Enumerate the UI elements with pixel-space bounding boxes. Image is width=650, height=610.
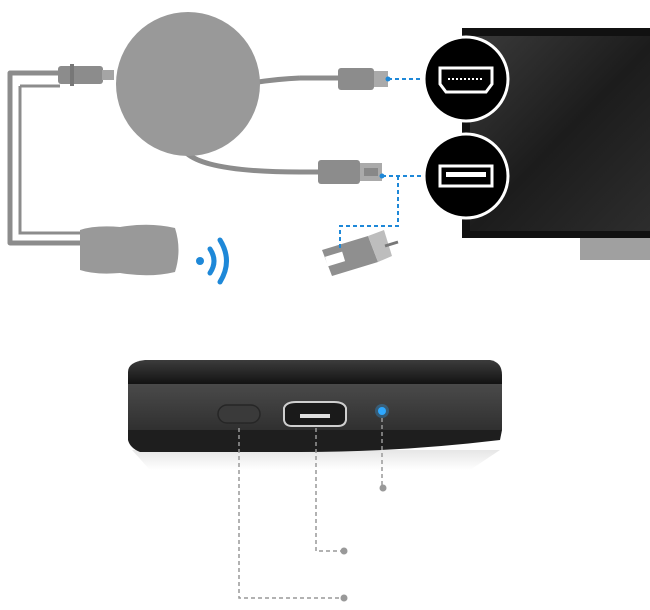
wifi-signal-icon — [196, 237, 229, 285]
dongle-disc — [116, 12, 260, 156]
usb-plug — [318, 160, 382, 184]
led-indicator-icon — [378, 407, 386, 415]
usb-port-icon — [422, 132, 510, 220]
hdmi-plug — [338, 68, 388, 90]
blue-connectors — [339, 78, 425, 248]
hdmi-port-icon — [422, 35, 510, 123]
callout-dots — [340, 484, 387, 602]
callout-lines — [238, 418, 383, 599]
dongle-side-view — [128, 360, 502, 470]
cables-thin — [18, 84, 80, 235]
tv-stand — [580, 238, 650, 260]
micro-usb-plug — [58, 64, 114, 86]
wifi-receiver — [80, 224, 179, 276]
power-adapter-icon — [322, 230, 399, 276]
button-icon[interactable] — [217, 404, 261, 424]
